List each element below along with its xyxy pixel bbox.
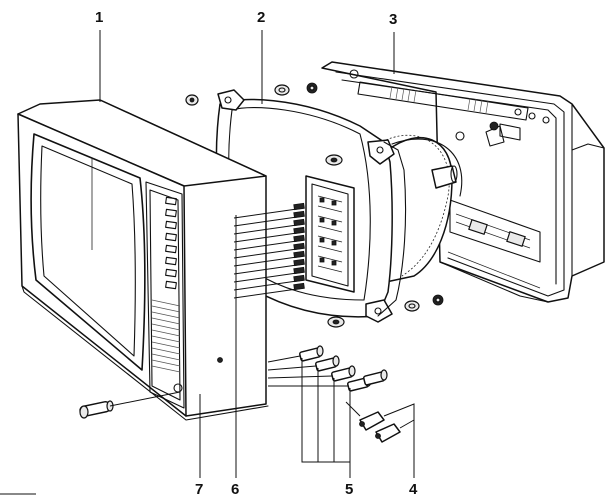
fuse-clips [345,401,415,478]
fuse-part [79,391,201,478]
front-cabinet [17,99,269,421]
callout-labels: 1 2 3 4 5 6 7 [95,9,418,498]
rear-cabinet [321,61,605,303]
callout-4: 4 [409,481,418,498]
callout-5: 5 [345,481,353,498]
knob-set [267,345,388,478]
callout-6: 6 [231,481,239,498]
connector-block [305,175,355,293]
wiring-harness [233,202,305,478]
mounting-hardware [185,82,444,328]
callout-leaders [99,30,395,104]
callout-7: 7 [195,481,203,498]
callout-3: 3 [389,11,397,28]
callout-1: 1 [95,9,103,26]
callout-2: 2 [257,9,265,26]
